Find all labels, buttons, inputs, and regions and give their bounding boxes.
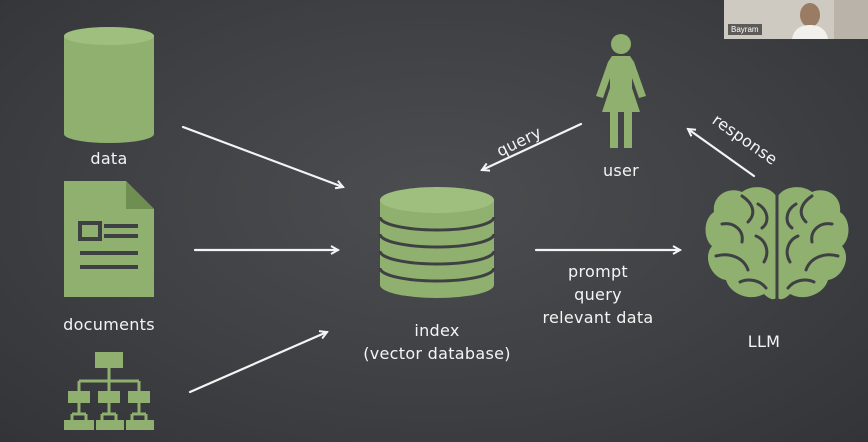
org-chart-icon [64,352,154,430]
prompt-edge-label: prompt query relevant data [542,262,654,327]
participant-name: Bayram [728,24,762,35]
database-cylinder-icon [64,27,154,143]
arrow-hierarchy-to-index [188,332,327,394]
brain-icon [705,187,849,302]
user-figure-icon [596,34,646,148]
index-label: index (vector database) [363,321,511,363]
document-icon [64,181,154,297]
documents-label: documents [63,315,155,334]
arrow-llm-to-user [688,129,756,178]
data-label: data [90,149,128,168]
user-label: user [602,161,640,180]
llm-label: LLM [747,332,781,351]
stacked-database-icon [378,187,496,298]
arrow-data-to-index [181,125,343,187]
arrow-user-to-index [482,122,583,170]
video-participant-tile[interactable]: Bayram [724,0,868,39]
